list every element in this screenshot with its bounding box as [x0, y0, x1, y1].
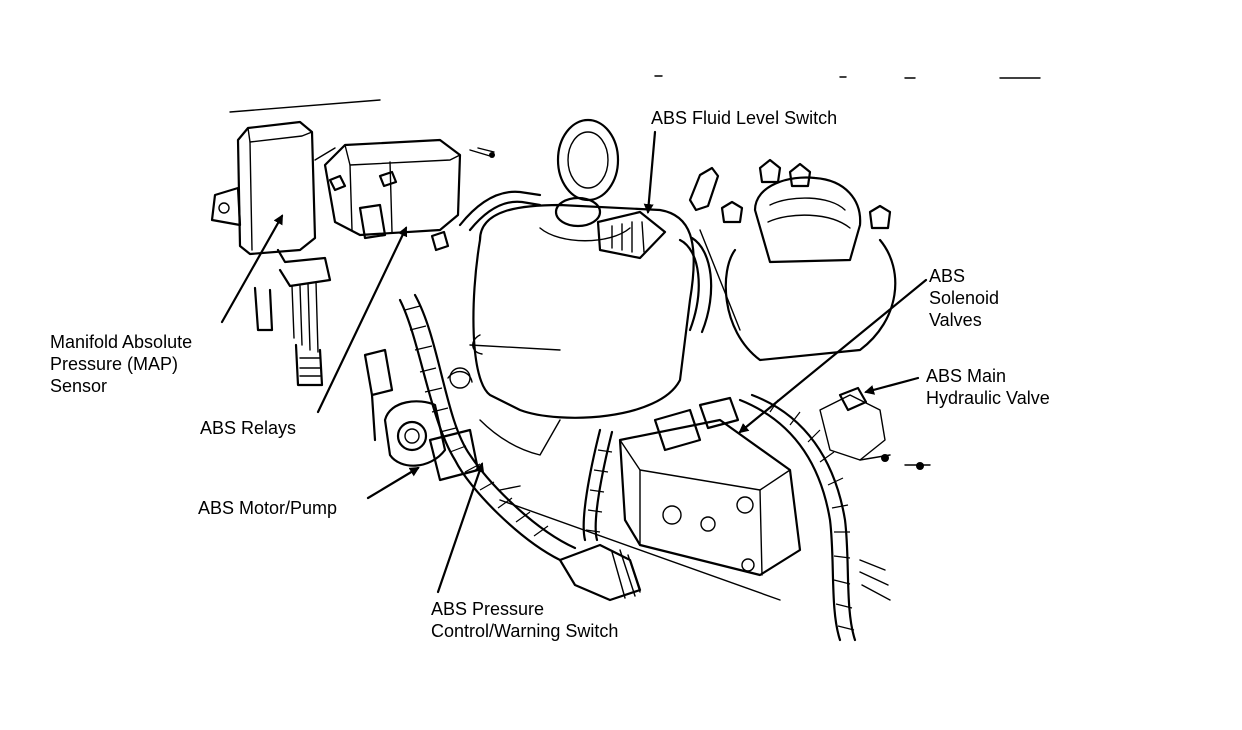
label-motor-pump: ABS Motor/Pump — [198, 497, 337, 519]
motor-pump-drawing — [383, 367, 480, 482]
map-sensor-line-2: Pressure (MAP) — [50, 354, 179, 374]
callout-arrows — [220, 130, 928, 594]
booster-drawing — [688, 158, 897, 362]
map-sensor-line-1: Manifold Absolute — [50, 332, 193, 352]
label-relays: ABS Relays — [200, 417, 296, 439]
map-sensor-line-3: Sensor — [50, 376, 108, 396]
relays-drawing — [323, 138, 495, 252]
motor-pump-text: ABS Motor/Pump — [198, 498, 338, 518]
hydraulic-module-drawing — [618, 386, 931, 577]
arrow-relays — [316, 226, 408, 414]
relays-text: ABS Relays — [200, 418, 297, 438]
map-sensor-drawing — [210, 99, 381, 387]
label-pressure-switch: ABS Pressure Control/Warning Switch — [431, 598, 618, 642]
scan-specks — [654, 75, 1041, 79]
arrow-motor-pump — [366, 466, 420, 500]
arrow-fluid-level-switch — [643, 130, 657, 214]
fluid-level-switch-text: ABS Fluid Level Switch — [651, 108, 838, 128]
solenoid-valves-line-3: Valves — [929, 310, 982, 330]
reservoir-drawing — [469, 118, 695, 419]
wiring-harness-drawing — [363, 190, 891, 642]
solenoid-valves-line-2: Solenoid — [929, 288, 1000, 308]
label-fluid-level-switch: ABS Fluid Level Switch — [651, 107, 837, 129]
solenoid-valves-line-1: ABS — [929, 266, 966, 286]
pressure-switch-line-2: Control/Warning Switch — [431, 621, 619, 641]
label-main-hydraulic-valve: ABS Main Hydraulic Valve — [926, 365, 1050, 409]
arrow-main-hydraulic-valve — [864, 376, 920, 395]
arrow-pressure-switch — [436, 462, 485, 594]
arrow-solenoid-valves — [738, 278, 928, 434]
pressure-switch-line-1: ABS Pressure — [431, 599, 545, 619]
main-hydraulic-valve-line-1: ABS Main — [926, 366, 1007, 386]
label-map-sensor: Manifold Absolute Pressure (MAP) Sensor — [50, 331, 192, 397]
label-solenoid-valves: ABS Solenoid Valves — [929, 265, 999, 331]
arrow-map-sensor — [220, 214, 284, 324]
main-hydraulic-valve-line-2: Hydraulic Valve — [926, 388, 1050, 408]
